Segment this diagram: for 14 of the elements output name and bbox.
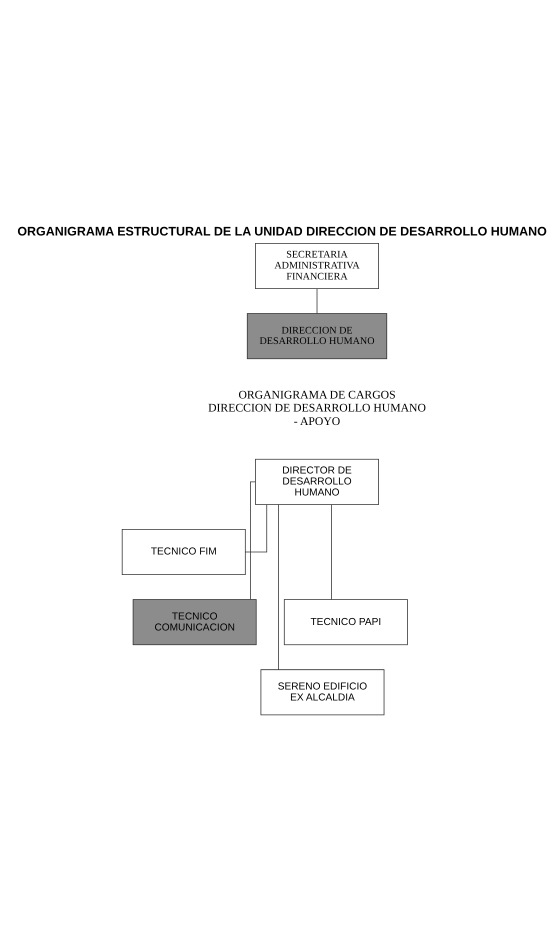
node-box: DIRECTOR DE DESARROLLO HUMANO: [255, 458, 379, 504]
node-box: SERENO EDIFICIO EX ALCALDIA: [260, 668, 384, 715]
connector: [278, 504, 279, 670]
node-box: TECNICO PAPI: [284, 598, 408, 645]
node-box: TECNICO FIM: [122, 528, 246, 574]
diagram-title: ORGANIGRAMA ESTRUCTURAL DE LA UNIDAD DIRECCION DE DESARROLLO HUMANO: [17, 224, 547, 238]
node-box: DIRECCION DE DESARROLLO HUMANO: [246, 312, 388, 359]
label: ORGANIGRAMA DE CARGOS DIRECCION DE DESARROLLO HUMANO - APOYO: [208, 388, 426, 428]
connector: [331, 504, 332, 600]
connector: [316, 288, 318, 314]
connector: [244, 504, 268, 552]
node-box: SECRETARIA ADMINISTRATIVA FINANCIERA: [255, 242, 379, 288]
node-box: TECNICO COMUNICACION: [132, 598, 257, 645]
connector: [250, 480, 256, 600]
